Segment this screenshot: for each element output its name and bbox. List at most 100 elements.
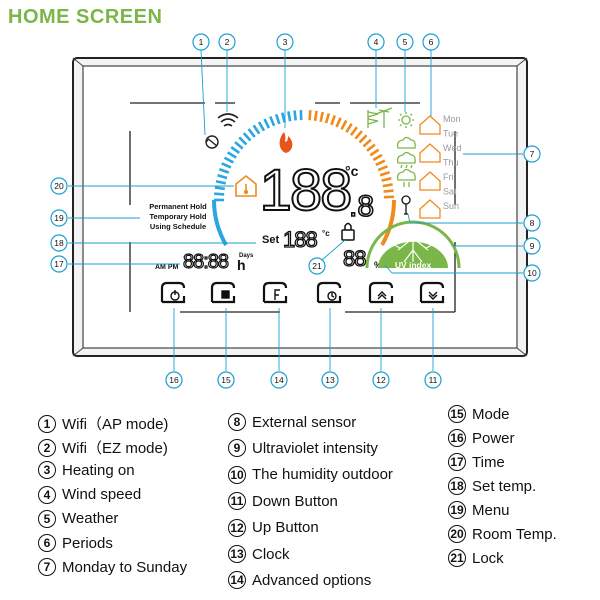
legend-label: Clock: [252, 545, 290, 563]
weekday-tue: Tue: [443, 129, 458, 139]
mode-button[interactable]: [210, 281, 236, 304]
clock-h: h: [237, 257, 246, 273]
svg-text:9: 9: [530, 241, 535, 251]
legend-number: 10: [228, 465, 246, 484]
arc-tick-blue: [238, 136, 248, 146]
arc-tick-blue: [223, 156, 234, 164]
arc-tick-orange: [377, 165, 388, 172]
arc-tick-orange: [369, 148, 380, 157]
svg-text:8: 8: [530, 218, 535, 228]
svg-text:4: 4: [374, 37, 379, 47]
legend-label: Wind speed: [62, 486, 142, 504]
advanced-options-button[interactable]: [262, 281, 288, 304]
callout-15: 15: [217, 308, 235, 389]
arc-tick-blue: [242, 132, 252, 142]
svg-text:5: 5: [403, 37, 408, 47]
arc-tick-orange: [362, 138, 372, 148]
clock-icon: [327, 291, 337, 301]
up-button[interactable]: [368, 281, 394, 304]
uv-index-label: UV index: [395, 260, 432, 270]
callout-4: 4: [367, 33, 385, 108]
legend-number: 5: [38, 509, 56, 528]
legend-label: Heating on: [62, 461, 135, 479]
callout-19: 19: [50, 209, 140, 227]
external-sensor-icon: [401, 195, 411, 215]
svg-text:15: 15: [221, 375, 231, 385]
svg-text:3: 3: [283, 37, 288, 47]
arc-tick-blue: [280, 112, 286, 123]
legend-number: 21: [448, 549, 466, 567]
legend-number: 8: [228, 413, 246, 431]
svg-text:6: 6: [429, 37, 434, 47]
power-button[interactable]: [160, 281, 186, 304]
down-icon: [428, 291, 438, 300]
clock-button[interactable]: [316, 281, 342, 304]
svg-text:18: 18: [54, 238, 64, 248]
legend-label: Set temp.: [472, 477, 537, 495]
arc-tick-orange: [313, 110, 318, 121]
down-button[interactable]: [419, 281, 445, 304]
legend-label: The humidity outdoor: [252, 466, 393, 484]
legend-number: 3: [38, 461, 56, 480]
button-row: [160, 281, 445, 304]
mode-using-schedule: Using Schedule: [150, 222, 206, 231]
set-temperature-unit: °c: [322, 229, 330, 238]
svg-text:7: 7: [530, 149, 535, 159]
legend-item-13: 13 Clock: [228, 545, 290, 563]
weather-rain-icon: [396, 151, 416, 169]
weather-sun-icon: [398, 112, 414, 128]
callout-11: 11: [424, 308, 442, 389]
clock-value: 88:88: [183, 251, 229, 273]
clock-days-label: Days: [239, 253, 254, 259]
room-temperature-decimal: .8: [349, 190, 374, 223]
weather-cloud-icon: [396, 136, 416, 149]
arc-tick-orange: [372, 153, 383, 162]
room-temperature-value: 188: [260, 158, 351, 223]
arc-tick-orange: [354, 130, 363, 140]
arc-tick-blue: [287, 111, 292, 122]
arc-tick-blue: [230, 146, 241, 155]
callout-6: 6: [422, 33, 440, 116]
callout-1: 1: [192, 33, 210, 136]
up-icon: [377, 291, 387, 300]
callout-12: 12: [372, 308, 390, 389]
svg-text:20: 20: [54, 181, 64, 191]
mode-permanent-hold: Permanent Hold: [149, 202, 207, 211]
wind-speed-icon: [367, 107, 393, 128]
legend-number: 4: [38, 485, 56, 504]
arc-tick-orange: [335, 117, 342, 128]
arc-tick-blue: [218, 167, 230, 174]
arc-tick-orange: [340, 119, 348, 130]
weekday-fri: Fri: [443, 172, 454, 182]
callout-21: 21: [308, 239, 346, 275]
weekday-mon: Mon: [443, 114, 461, 124]
power-icon: [170, 290, 180, 301]
legend-number: 13: [228, 545, 246, 563]
callout-2: 2: [218, 33, 236, 112]
legend-number: 17: [448, 453, 466, 471]
svg-text:10: 10: [527, 268, 537, 278]
arc-tick-blue: [293, 110, 297, 121]
arc-tick-blue: [221, 162, 232, 169]
legend-number: 9: [228, 439, 246, 458]
weekday-wed: Wed: [443, 143, 461, 153]
period-icon: [419, 143, 441, 163]
callout-9: 9: [453, 237, 541, 255]
legend-label: Time: [472, 453, 505, 471]
legend-number: 16: [448, 429, 466, 447]
arc-tick-blue: [214, 192, 225, 196]
period-icon: [419, 171, 441, 191]
legend-label: Wifi（AP mode): [62, 416, 169, 433]
svg-text:17: 17: [54, 259, 64, 269]
arc-tick-blue: [215, 180, 227, 185]
arc-tick-blue: [269, 116, 276, 127]
arc-tick-blue: [252, 124, 261, 135]
legend-label: Mode: [472, 405, 510, 423]
svg-text:12: 12: [376, 375, 386, 385]
